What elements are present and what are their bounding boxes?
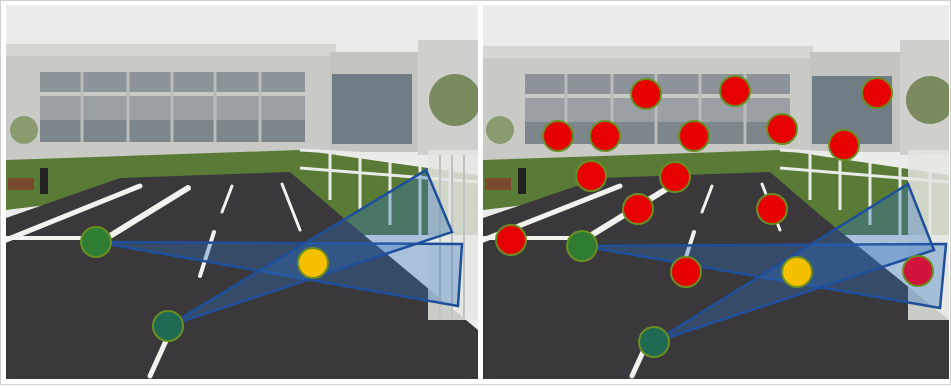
camera-marker bbox=[152, 310, 184, 342]
camera-marker bbox=[638, 326, 670, 358]
panel-divider bbox=[478, 5, 483, 379]
tree bbox=[486, 116, 514, 144]
building-roof bbox=[483, 46, 813, 58]
red-marker bbox=[902, 255, 934, 287]
red-marker bbox=[766, 113, 798, 145]
road bbox=[483, 172, 949, 379]
red-markers bbox=[495, 75, 893, 288]
red-marker bbox=[828, 129, 860, 161]
tree bbox=[906, 76, 949, 124]
tree bbox=[429, 74, 478, 126]
red-marker bbox=[659, 161, 691, 193]
red-marker bbox=[630, 78, 662, 110]
tree bbox=[10, 116, 38, 144]
camera-marker bbox=[80, 226, 112, 258]
lane-markings bbox=[6, 182, 302, 379]
red-marker bbox=[495, 224, 527, 256]
red-marker bbox=[861, 77, 893, 109]
red-marker bbox=[575, 160, 607, 192]
window-mullions bbox=[80, 72, 262, 142]
red-marker bbox=[589, 120, 621, 152]
bollard bbox=[40, 168, 48, 194]
bench bbox=[8, 178, 34, 190]
red-marker bbox=[678, 120, 710, 152]
bench bbox=[485, 178, 511, 190]
target-marker bbox=[297, 247, 329, 279]
red-marker bbox=[670, 256, 702, 288]
target-marker bbox=[781, 256, 813, 288]
left-panel bbox=[6, 5, 478, 379]
red-marker bbox=[719, 75, 751, 107]
camera-marker bbox=[566, 230, 598, 262]
building-roof bbox=[6, 44, 336, 56]
right-panel bbox=[483, 5, 949, 379]
bollard bbox=[518, 168, 526, 194]
red-marker bbox=[756, 193, 788, 225]
glass-entrance bbox=[332, 74, 412, 144]
red-marker bbox=[622, 193, 654, 225]
road bbox=[6, 172, 478, 379]
view-triangle bbox=[581, 242, 948, 310]
red-marker bbox=[542, 120, 574, 152]
